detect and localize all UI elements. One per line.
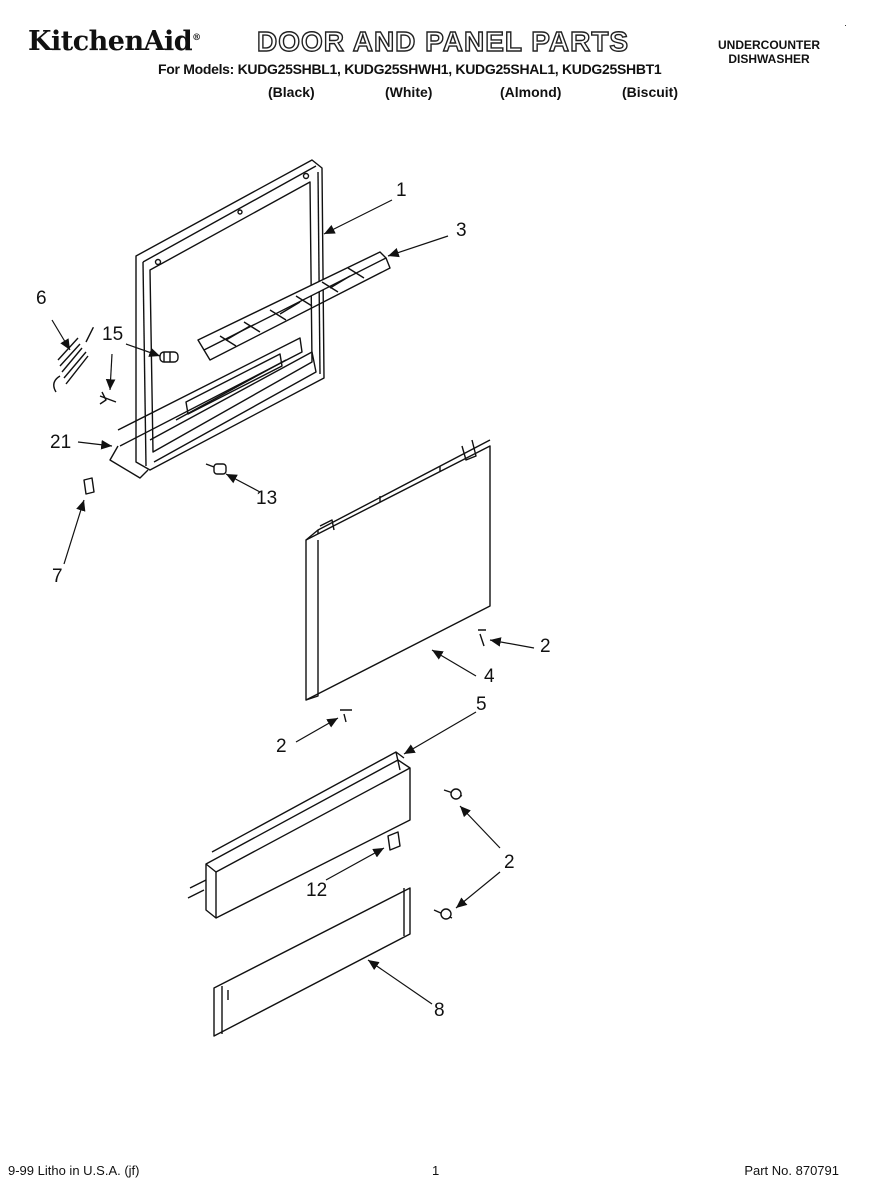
- leader-lines: [51, 199, 535, 1005]
- category-line-1: UNDERCOUNTER: [718, 38, 820, 52]
- page-title: DOOR AND PANEL PARTS: [256, 25, 630, 57]
- callout-5: 5: [476, 694, 487, 715]
- corner-mark: ·: [844, 20, 847, 30]
- callout-2-a: 2: [540, 636, 551, 657]
- callout-8: 8: [434, 1000, 445, 1021]
- callout-7: 7: [52, 566, 63, 587]
- hinge-bracket: [197, 251, 391, 361]
- category-line-2: DISHWASHER: [728, 52, 810, 66]
- screw-2-right-upper: [443, 788, 463, 800]
- toe-panel-box: [187, 751, 411, 919]
- door-panel: [305, 439, 491, 701]
- footer-part-no: Part No. 870791: [744, 1163, 839, 1178]
- brand-logo: KitchenAid®: [28, 26, 201, 57]
- callout-3: 3: [456, 220, 467, 241]
- door-spring: [53, 327, 94, 393]
- callout-13: 13: [256, 488, 278, 509]
- screw-small: [99, 391, 117, 405]
- color-black: (Black): [268, 84, 315, 100]
- color-white: (White): [385, 84, 433, 100]
- screw-2-right-lower: [433, 908, 453, 920]
- clip-7: [83, 477, 95, 495]
- callout-6: 6: [36, 288, 47, 309]
- footer-printed: 9-99 Litho in U.S.A. (jf): [8, 1163, 140, 1178]
- color-biscuit: (Biscuit): [622, 84, 678, 100]
- color-almond: (Almond): [500, 84, 562, 100]
- models-line: For Models: KUDG25SHBL1, KUDG25SHWH1, KU…: [158, 61, 662, 77]
- screw-13: [205, 463, 227, 475]
- callout-15: 15: [102, 324, 124, 345]
- callout-12: 12: [306, 880, 328, 901]
- callout-4: 4: [484, 666, 495, 687]
- callout-1: 1: [396, 180, 407, 201]
- inner-door-frame: [109, 159, 325, 479]
- category: UNDERCOUNTER DISHWASHER: [699, 38, 839, 66]
- screw-2-upper: [478, 629, 486, 647]
- callout-2-b: 2: [276, 736, 287, 757]
- footer-page: 1: [432, 1163, 440, 1178]
- screw-15: [159, 351, 179, 363]
- callout-21: 21: [50, 432, 72, 453]
- callout-2-c: 2: [504, 852, 515, 873]
- kick-plate: [213, 887, 411, 1037]
- screw-2-lower: [340, 709, 352, 723]
